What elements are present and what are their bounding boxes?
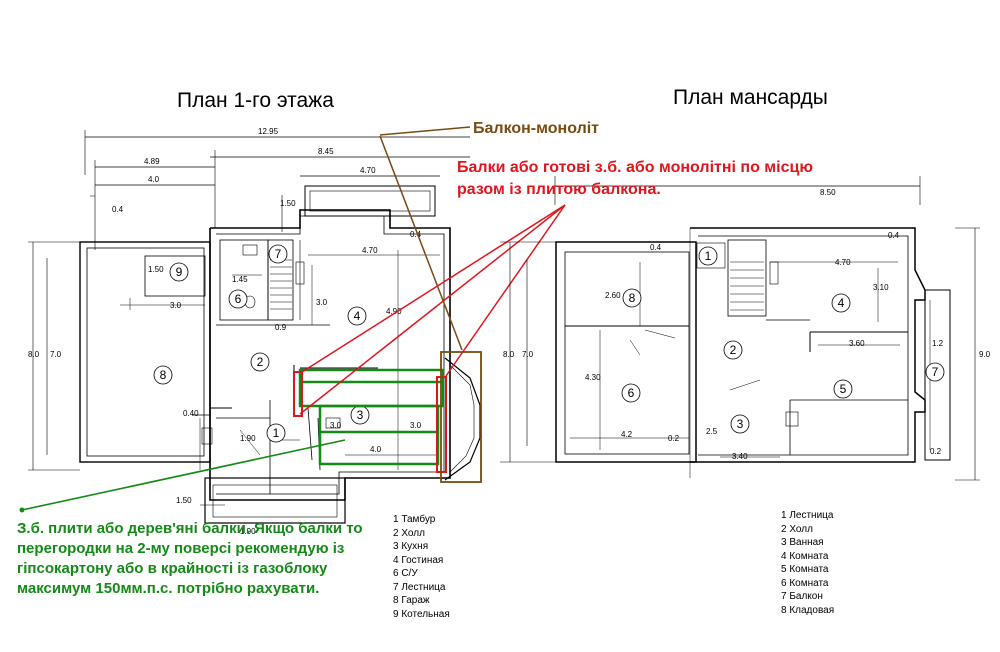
attic-room-5-label: 5 (840, 382, 847, 396)
attic-dim-12: 1.2 (932, 339, 944, 348)
slabs-annotation-line4: максимум 150мм.п.с. потрібно рахувати. (17, 580, 320, 597)
legend-item: 5 Комната (781, 564, 829, 575)
dim-30a: 3.0 (170, 301, 182, 310)
attic-room-2-label: 2 (730, 343, 737, 357)
attic-dim-260: 2.60 (605, 291, 621, 300)
attic-title: План мансарды (673, 86, 828, 109)
attic-dim-310: 3.10 (873, 283, 889, 292)
legend-item: 6 Комната (781, 577, 829, 589)
attic-room-numbers: 1 8 4 2 6 5 3 7 (621, 246, 945, 434)
legend-item: 3 Ванная (781, 537, 824, 548)
dim-845: 8.45 (318, 147, 334, 156)
legend-item: 1 Тамбур (393, 514, 436, 525)
attic-room-1-label: 1 (705, 249, 712, 263)
dim-145: 1.45 (232, 275, 248, 284)
room-7-label: 7 (275, 247, 282, 261)
first-floor-room-numbers: 9 7 6 4 2 8 3 1 (153, 244, 370, 443)
attic-dim-90: 9.0 (979, 350, 991, 359)
room-6-label: 6 (235, 292, 242, 306)
dim-470: 4.70 (362, 246, 378, 255)
attic-dim-70: 7.0 (522, 350, 534, 359)
dim-150-b: 1.50 (176, 496, 192, 505)
attic-legend: 1 Лестница 2 Холл 3 Ванная 4 Комната 5 К… (781, 509, 834, 617)
dim-190-b: 1.90 (240, 527, 256, 536)
attic-room-3-label: 3 (737, 417, 744, 431)
legend-item: 2 Холл (393, 527, 425, 539)
legend-item: 4 Гостиная (393, 554, 444, 566)
legend-item: 7 Лестница (393, 581, 446, 593)
dim-30k: 3.0 (330, 421, 342, 430)
dim-1295: 12.95 (258, 127, 279, 136)
legend-item: 4 Комната (781, 550, 829, 562)
attic-plan (500, 176, 980, 481)
attic-room-8-label: 8 (629, 291, 636, 305)
first-floor-title: План 1-го этажа (177, 89, 334, 112)
dim-70: 7.0 (50, 350, 62, 359)
attic-dimensions: 8.50 0.4 0.4 2.60 4.70 3.10 3.60 1.2 8.0… (503, 188, 991, 461)
slabs-annotation: З.б. плити або дерев'яні балки. Якщо бал… (17, 519, 363, 599)
room-3-label: 3 (357, 408, 364, 422)
beams-annotation-line1: Балки або готові з.б. або монолітні по м… (457, 159, 813, 176)
attic-room-4-label: 4 (838, 296, 845, 310)
attic-dim-04b: 0.4 (888, 231, 900, 240)
first-floor-dimensions: 12.95 8.45 4.89 4.0 4.70 0.4 1.50 0.4 1.… (28, 127, 422, 536)
legend-item: 8 Кладовая (781, 604, 835, 616)
dim-150-v: 1.50 (280, 199, 296, 208)
slab-leader-dot (19, 507, 25, 513)
balcony-monolith-outline (379, 126, 482, 483)
attic-dim-04a: 0.4 (650, 243, 662, 252)
dim-040: 0.40 (183, 409, 199, 418)
dim-09: 0.9 (275, 323, 287, 332)
dim-490: 4.90 (386, 307, 402, 316)
room-4-label: 4 (354, 309, 361, 323)
beams-annotation: Балки або готові з.б. або монолітні по м… (457, 157, 813, 201)
dim-489: 4.89 (144, 157, 160, 166)
attic-dim-470: 4.70 (835, 258, 851, 267)
attic-dim-25: 2.5 (706, 427, 718, 436)
legend-item: 7 Балкон (781, 591, 823, 602)
slabs-annotation-line3: гіпсокартону або в крайності із газоблок… (17, 560, 328, 577)
dim-40: 4.0 (148, 175, 160, 184)
slabs-annotation-line2: перегородки на 2-му поверсі рекомендую і… (17, 540, 345, 557)
first-floor-plan (28, 130, 481, 524)
attic-dim-360: 3.60 (849, 339, 865, 348)
legend-item: 9 Котельная (393, 608, 450, 620)
legend-item: 1 Лестница (781, 510, 834, 521)
legend-item: 3 Кухня (393, 541, 429, 552)
dim-190: 1.90 (240, 434, 256, 443)
legend-item: 6 С/У (393, 568, 418, 579)
dim-30b: 3.0 (316, 298, 328, 307)
dim-150: 1.50 (148, 265, 164, 274)
legend-item: 8 Гараж (393, 595, 430, 606)
attic-room-6-label: 6 (628, 386, 635, 400)
dim-04: 0.4 (112, 205, 124, 214)
attic-dim-02: 0.2 (668, 434, 680, 443)
attic-dim-340: 3.40 (732, 452, 748, 461)
attic-room-7-label: 7 (932, 365, 939, 379)
room-2-label: 2 (257, 355, 264, 369)
dim-470-top: 4.70 (360, 166, 376, 175)
dim-30k2: 3.0 (410, 421, 422, 430)
attic-dim-02b: 0.2 (930, 447, 942, 456)
attic-dim-80: 8.0 (503, 350, 515, 359)
dim-80: 8.0 (28, 350, 40, 359)
room-9-label: 9 (176, 265, 183, 279)
legend-item: 2 Холл (781, 523, 813, 535)
slabs-annotation-line1: З.б. плити або дерев'яні балки. Якщо бал… (17, 520, 363, 537)
attic-dim-42: 4.2 (621, 430, 633, 439)
dim-04-r: 0.4 (410, 230, 422, 239)
balcony-annotation: Балкон-моноліт (473, 120, 600, 137)
attic-dim-850: 8.50 (820, 188, 836, 197)
slab-leader-line (21, 439, 346, 511)
room-8-label: 8 (160, 368, 167, 382)
dim-40k: 4.0 (370, 445, 382, 454)
beams-annotation-line2: разом із плитою балкона. (457, 181, 661, 198)
attic-dim-430: 4.30 (585, 373, 601, 382)
room-1-label: 1 (273, 426, 280, 440)
first-floor-legend: 1 Тамбур 2 Холл 3 Кухня 4 Гостиная 6 С/У… (393, 513, 450, 621)
